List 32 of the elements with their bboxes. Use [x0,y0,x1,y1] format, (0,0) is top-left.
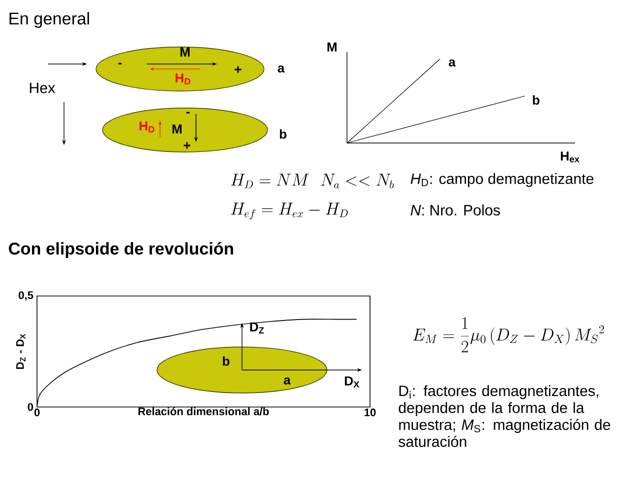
symbol-label: a [284,377,291,385]
note: D$_{i}$: factores demagnetizantes, dependen de la forma de la muestra; M$_{S}$: magnetización de saturación [398,385,610,447]
symbol-label: + [234,66,242,73]
symbol-label: H$_{D}$ [140,121,154,132]
symbol-label: + [184,142,190,149]
formula: $H_D = NM$ [231,174,309,188]
ellipse-label: a [278,65,285,73]
symbol-label: b [222,356,230,366]
formula: $N_a << N_b$ [321,174,394,188]
symbol-label: M [180,48,190,56]
y-axis-title: D$_{Z}$ - D$_{X}$ [16,334,26,369]
note: N: Nro. Polos [410,204,500,216]
formula: $H_{ef} = H_{ex} - H_D$ [231,202,348,220]
formula: $E_M = \frac{1}{2}\mu_0\left(D_Z - D_X\right){M_S}^2$ [413,317,604,352]
section-heading: Con elipsoide de revolución [8,242,234,258]
axis-label: H$_{ex}$ [560,152,580,162]
symbol-label: M [172,124,182,134]
symbol-label: - [186,112,190,114]
x-axis-title: Relación dimensional a/b [138,407,269,416]
axis-label: D$_{Z}$ [250,322,264,334]
note: H$_{D}$: campo demagnetizante [410,173,594,187]
curve-label: a [448,59,456,67]
title: En general [10,12,89,28]
y-tick-label: 0,5 [18,291,34,301]
ellipse-label: b [280,129,286,139]
hex-label: Hex [30,82,56,94]
symbol-label: H$_{D}$ [176,73,190,84]
axis-label: D$_{X}$ [344,376,360,388]
symbol-label: - [118,62,122,64]
curve-label: b [532,95,540,105]
x-tick-label: 10 [364,408,376,416]
axis-label: M [327,42,337,52]
